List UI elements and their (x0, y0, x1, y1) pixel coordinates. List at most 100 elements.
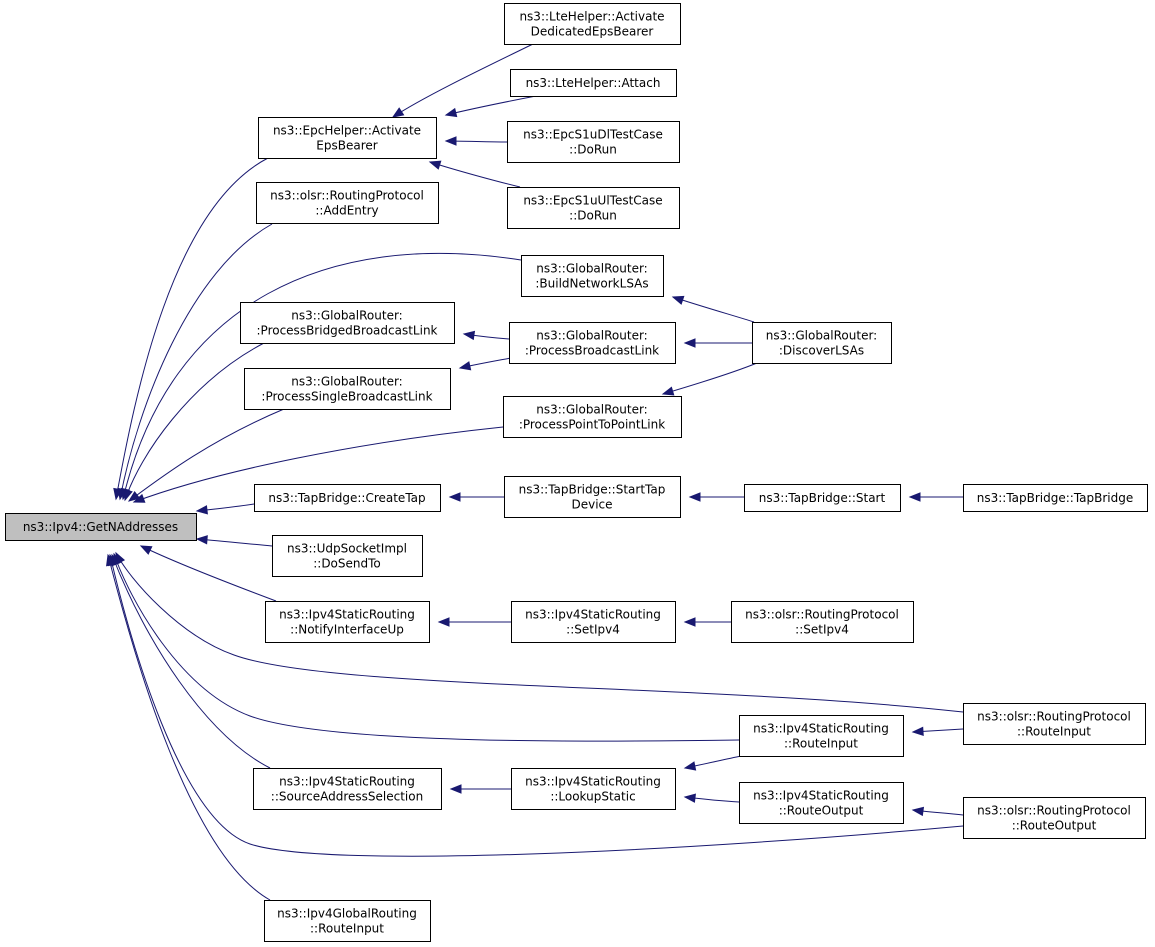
node-box[interactable] (744, 484, 901, 512)
node-tb_create[interactable]: ns3::TapBridge::CreateTap (254, 484, 441, 512)
node-box[interactable] (254, 484, 441, 512)
edge-line (445, 95, 537, 116)
node-label: ns3::UdpSocketImpl (287, 542, 407, 556)
node-box[interactable] (256, 182, 439, 224)
node-box[interactable] (272, 535, 423, 577)
call-edge-udp_send-to-getn (195, 535, 273, 547)
node-getn[interactable]: ns3::Ipv4::GetNAddresses (5, 513, 197, 541)
node-box[interactable] (731, 601, 914, 643)
node-box[interactable] (510, 69, 677, 97)
call-edge-gr_pbl-to-gr_bridged (462, 330, 510, 341)
node-box[interactable] (511, 601, 676, 643)
node-tb_start[interactable]: ns3::TapBridge::Start (744, 484, 901, 512)
node-box[interactable] (503, 396, 682, 438)
edge-line (392, 43, 534, 118)
node-sr_lookup[interactable]: ns3::Ipv4StaticRouting::LookupStatic (511, 768, 676, 810)
node-sr_srcaddr[interactable]: ns3::Ipv4StaticRouting::SourceAddressSel… (253, 768, 442, 810)
call-edge-tb_starttap-to-tb_create (448, 492, 504, 502)
call-edge-olsr_add-to-getn (117, 223, 273, 501)
node-label: :BuildNetworkLSAs (535, 277, 648, 291)
node-olsr_rin[interactable]: ns3::olsr::RoutingProtocol::RouteInput (963, 703, 1146, 745)
edge-arrowhead (106, 553, 116, 567)
node-udp_send[interactable]: ns3::UdpSocketImpl::DoSendTo (272, 535, 423, 577)
node-box[interactable] (258, 117, 437, 159)
node-box[interactable] (739, 782, 904, 824)
node-olsr_rout[interactable]: ns3::olsr::RoutingProtocol::RouteOutput (963, 797, 1146, 839)
node-olsr_set[interactable]: ns3::olsr::RoutingProtocol::SetIpv4 (731, 601, 914, 643)
node-box[interactable] (504, 476, 681, 518)
call-edge-tb_create-to-getn (195, 503, 255, 515)
node-gr_bridged[interactable]: ns3::GlobalRouter::ProcessBridgedBroadca… (240, 302, 455, 344)
node-label: ns3::Ipv4StaticRouting (525, 608, 661, 622)
node-gr_single[interactable]: ns3::GlobalRouter::ProcessSingleBroadcas… (244, 368, 451, 410)
edge-arrowhead (444, 136, 457, 146)
node-box[interactable] (507, 121, 680, 163)
edge-arrowhead (661, 386, 675, 396)
node-s1u_ul[interactable]: ns3::EpcS1uUlTestCase::DoRun (507, 187, 680, 229)
node-sr_setipv4[interactable]: ns3::Ipv4StaticRouting::SetIpv4 (511, 601, 676, 643)
call-edge-sr_srcaddr-to-getn (111, 553, 271, 769)
node-tb_tb[interactable]: ns3::TapBridge::TapBridge (963, 484, 1148, 512)
node-label: ns3::olsr::RoutingProtocol (977, 804, 1131, 818)
node-gr_bnl[interactable]: ns3::GlobalRouter::BuildNetworkLSAs (521, 255, 664, 297)
node-box[interactable] (752, 322, 892, 364)
node-box[interactable] (511, 768, 676, 810)
node-gr_p2p[interactable]: ns3::GlobalRouter::ProcessPointToPointLi… (503, 396, 682, 438)
edge-line (429, 161, 521, 188)
node-box[interactable] (963, 797, 1146, 839)
node-box[interactable] (521, 255, 664, 297)
edge-arrowhead (195, 535, 208, 545)
node-box[interactable] (504, 3, 681, 45)
node-box[interactable] (244, 368, 451, 410)
node-label: ns3::EpcS1uUlTestCase (523, 194, 662, 208)
edge-arrowhead (195, 505, 208, 515)
node-lte_ded[interactable]: ns3::LteHelper::ActivateDedicatedEpsBear… (504, 3, 681, 45)
node-gr_pbl[interactable]: ns3::GlobalRouter::ProcessBroadcastLink (509, 322, 676, 364)
node-label: ns3::TapBridge::TapBridge (977, 491, 1134, 505)
node-gr_disc[interactable]: ns3::GlobalRouter::DiscoverLSAs (752, 322, 892, 364)
node-label: :ProcessSingleBroadcastLink (261, 390, 432, 404)
edge-line (119, 223, 273, 500)
edge-arrowhead (139, 545, 153, 555)
call-edge-olsr_rout-to-sr_rout (911, 806, 964, 817)
node-sr_rin[interactable]: ns3::Ipv4StaticRouting::RouteInput (739, 715, 904, 757)
node-label: ns3::GlobalRouter: (536, 262, 647, 276)
node-label: ns3::GlobalRouter: (291, 309, 402, 323)
node-label: ns3::Ipv4::GetNAddresses (23, 520, 178, 534)
call-edge-sr_setipv4-to-sr_notify (437, 617, 511, 627)
edge-line (196, 538, 273, 547)
node-label: ns3::LteHelper::Attach (526, 76, 661, 90)
node-label: ns3::olsr::RoutingProtocol (745, 608, 899, 622)
edge-line (107, 554, 271, 901)
node-olsr_add[interactable]: ns3::olsr::RoutingProtocol::AddEntry (256, 182, 439, 224)
node-label: ::LookupStatic (550, 790, 635, 804)
node-box[interactable] (963, 484, 1148, 512)
node-label: ns3::GlobalRouter: (766, 329, 877, 343)
node-box[interactable] (5, 513, 197, 541)
node-box[interactable] (240, 302, 455, 344)
node-box[interactable] (507, 187, 680, 229)
node-sr_notify[interactable]: ns3::Ipv4StaticRouting::NotifyInterfaceU… (265, 601, 430, 643)
node-label: ns3::Ipv4StaticRouting (753, 722, 889, 736)
node-box[interactable] (265, 601, 430, 643)
node-lte_att[interactable]: ns3::LteHelper::Attach (510, 69, 677, 97)
node-box[interactable] (963, 703, 1146, 745)
node-box[interactable] (264, 900, 431, 942)
edge-arrowhead (437, 617, 450, 627)
call-edge-tb_tb-to-tb_start (908, 492, 963, 502)
call-edge-sr_rin-to-sr_lookup (683, 755, 742, 771)
node-label: ns3::TapBridge::Start (759, 491, 886, 505)
node-label: Device (571, 498, 612, 512)
node-sr_rout[interactable]: ns3::Ipv4StaticRouting::RouteOutput (739, 782, 904, 824)
edge-line (109, 554, 964, 857)
node-gl_rin[interactable]: ns3::Ipv4GlobalRouting::RouteInput (264, 900, 431, 942)
edge-arrowhead (683, 617, 696, 627)
node-s1u_dl[interactable]: ns3::EpcS1uDlTestCase::DoRun (507, 121, 680, 163)
node-box[interactable] (253, 768, 442, 810)
node-box[interactable] (509, 322, 676, 364)
node-box[interactable] (739, 715, 904, 757)
node-label: DedicatedEpsBearer (531, 25, 654, 39)
edge-arrowhead (123, 488, 133, 502)
